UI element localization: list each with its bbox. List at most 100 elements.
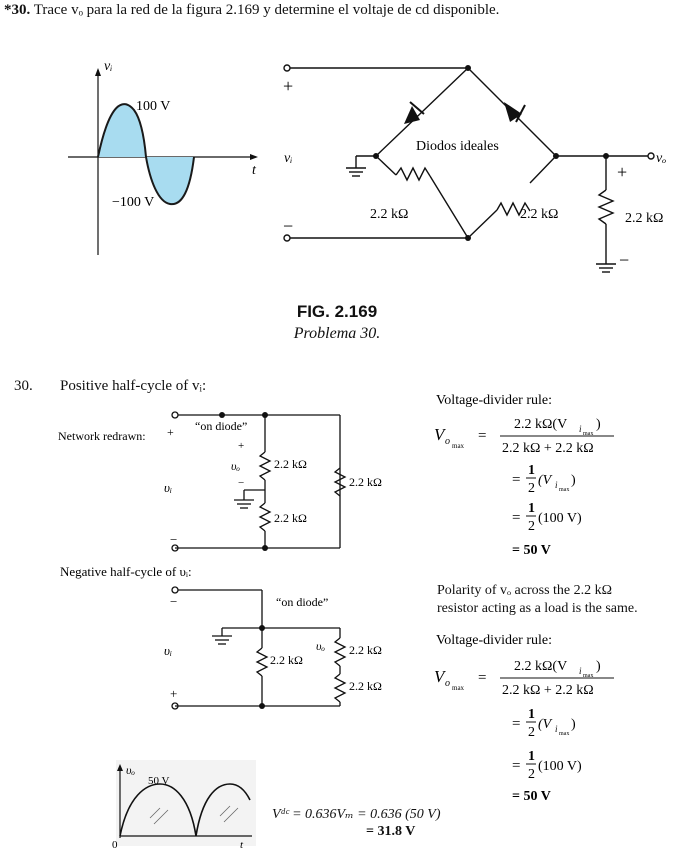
circuit-plus: + [283,76,293,96]
output-waveform: υₒ 50 V 0 t [112,760,256,849]
polarity-note-line-2: resistor acting as a load is the same. [437,601,638,616]
pos-vo-minus: − [238,477,244,489]
eq2-l2-rest: (V [538,717,553,732]
eq1-lhs: V [434,425,447,444]
eq2-l3-den: 2 [528,767,535,782]
eq2-l2-den: 2 [528,725,535,740]
eq2-result: = 50 V [512,789,551,804]
pos-r-top: 2.2 kΩ [274,457,307,471]
eq2-num-sub: i [579,666,582,676]
out-minus: − [619,250,629,270]
neg-vo: υₒ [316,639,326,653]
eq2-lhs-sub: o [445,678,450,689]
vdc-equation: Vᵈᶜ = 0.636Vₘ = 0.636 (50 V) [272,807,441,822]
eq1-l3-num: 1 [528,501,535,516]
circuit-vi: vᵢ [284,151,292,166]
figure-caption: FIG. 2.169 [296,302,378,321]
eq1-l3-eq: = [512,510,520,526]
eq2-den: 2.2 kΩ + 2.2 kΩ [502,683,594,698]
neg-minus: − [170,594,177,609]
pos-half-circuit [171,411,347,552]
out-plus: + [617,162,627,182]
peak-positive-label: 100 V [136,99,170,114]
eq1-l2-subsub: max [559,487,569,493]
out-origin: 0 [112,839,118,849]
pos-vi: υᵢ [164,480,172,495]
solution-number: 30. [14,378,33,394]
problem-statement: *30. Trace vₒ para la red de la figura 2… [4,2,499,19]
bridge-circuit [283,64,655,273]
eq2-l3-num: 1 [528,749,535,764]
eq1-l2-close: ) [571,473,576,488]
eq1-l2-den: 2 [528,481,535,496]
polarity-note: Polarity of vₒ across the 2.2 kΩ resisto… [437,582,638,618]
eq1-l3-den: 2 [528,519,535,534]
peak-negative-label: −100 V [112,195,154,210]
voltage-divider-eq-2: Voltage-divider rule: V o max = 2.2 kΩ(V… [434,633,614,804]
pos-vo: υₒ [231,459,241,473]
eq1-den: 2.2 kΩ + 2.2 kΩ [502,441,594,456]
eq2-l2-num: 1 [528,707,535,722]
eq2-l2-eq: = [512,716,520,732]
figure-subcaption: Problema 30. [293,325,381,342]
eq1-l2-num: 1 [528,463,535,478]
eq1-num-sub: i [579,424,582,434]
voltage-divider-eq-1: Voltage-divider rule: V o max = 2.2 kΩ(V… [434,393,614,558]
solution-diagrams: Network redrawn: + “on diode” + υₒ − υᵢ … [58,411,382,849]
rectified-curve [119,783,251,837]
eq2-lhs: V [434,667,447,686]
eq1-num-close: ) [596,417,601,432]
vdc-result: = 31.8 V [366,824,416,839]
network-redrawn-label: Network redrawn: [58,429,146,443]
ideal-diodes-label: Diodos ideales [416,139,499,154]
eq2-num-subsub: max [583,673,593,679]
eq1-l2-rest: (V [538,473,553,488]
r2-label: 2.2 kΩ [520,207,558,222]
solution-heading: Positive half-cycle of vᵢ: [60,378,207,394]
eq2-l2-close: ) [571,717,576,732]
neg-plus: + [170,686,177,701]
eq1-lhs-sub: o [445,436,450,447]
negative-half-heading: Negative half-cycle of υᵢ: [60,564,192,579]
out-peak: 50 V [148,775,170,787]
eq1-result: = 50 V [512,543,551,558]
out-axis-t: t [240,839,244,849]
eq2-lhs-subsub: max [452,684,465,692]
neg-r-right-top: 2.2 kΩ [349,643,382,657]
vi-axis-label: vᵢ [104,59,112,74]
eq1-title: Voltage-divider rule: [436,393,552,408]
eq1-eq: = [478,428,486,444]
eq2-eq: = [478,670,486,686]
pos-on-diode: “on diode” [195,419,247,433]
neg-r-left: 2.2 kΩ [270,653,303,667]
eq2-l3-rest: (100 V) [538,759,582,774]
vo-label: vₒ [656,151,666,166]
eq2-l2-subsub: max [559,731,569,737]
sine-curve [97,103,195,206]
pos-minus: − [170,532,177,547]
problem-number: *30. [4,2,31,18]
r-load-label: 2.2 kΩ [625,211,663,226]
figure-2-169: vᵢ t 100 V −100 V [68,59,666,273]
eq1-lhs-subsub: max [452,442,465,450]
neg-r-right-bottom: 2.2 kΩ [349,679,382,693]
pos-vo-plus: + [238,440,244,452]
eq1-l2-sub: i [555,480,558,490]
diode-right [504,102,526,123]
eq2-l2-sub: i [555,724,558,734]
eq1-l3-rest: (100 V) [538,511,582,526]
circuit-minus: − [283,216,293,236]
eq2-l3-eq: = [512,758,520,774]
problem-text: Trace vₒ para la red de la figura 2.169 … [33,2,500,18]
eq2-title: Voltage-divider rule: [436,633,552,648]
r1-label: 2.2 kΩ [370,207,408,222]
neg-vi: υᵢ [164,643,172,658]
pos-r-bottom: 2.2 kΩ [274,511,307,525]
neg-on-diode: “on diode” [276,595,328,609]
input-waveform: vᵢ t 100 V −100 V [68,59,258,255]
eq2-num: 2.2 kΩ(V [514,659,567,674]
eq1-l2-eq: = [512,472,520,488]
eq1-num-subsub: max [583,431,593,437]
out-axis-v: υₒ [126,763,136,777]
polarity-note-line-1: Polarity of vₒ across the 2.2 kΩ [437,583,613,598]
